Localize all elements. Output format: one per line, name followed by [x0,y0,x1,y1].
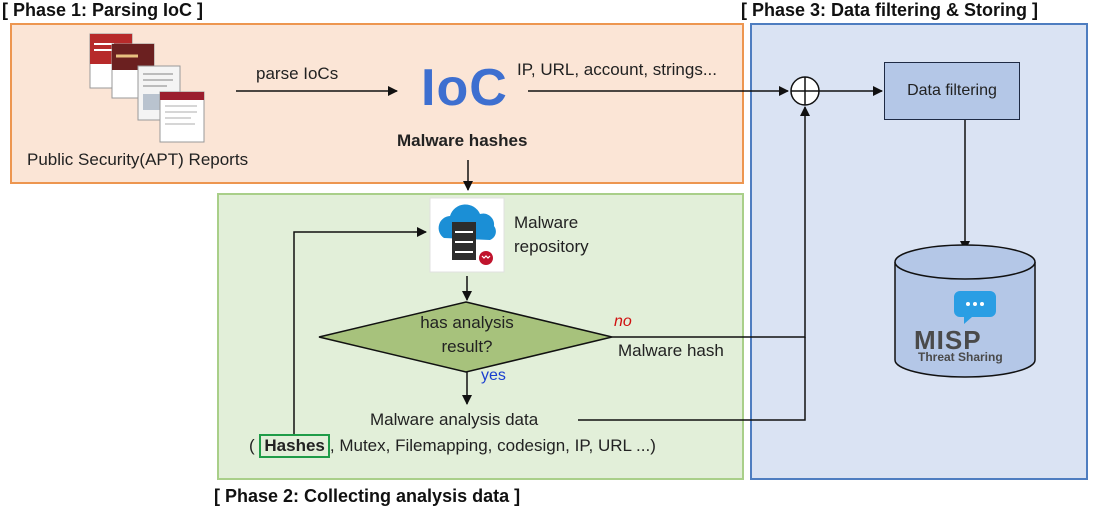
malware-hashes-label: Malware hashes [397,131,528,150]
ioc-types-label: IP, URL, account, strings... [517,60,717,79]
repository-label-line1: Malware [514,213,579,232]
repository-label-line2: repository [514,237,589,256]
loop-back-arrow [293,227,427,436]
data-filtering-box: Data filtering [884,62,1020,120]
reports-icon [89,33,205,143]
phase2-title: [ Phase 2: Collecting analysis data ] [214,486,521,506]
paren-open: ( [249,436,255,455]
misp-title: MISP [914,325,982,355]
parse-iocs-label: parse IoCs [256,64,339,83]
decision-diamond [318,301,613,373]
chat-bubble-icon [954,291,996,324]
malware-hash-label: Malware hash [618,341,724,360]
yes-label: yes [481,367,506,384]
misp-subtitle: Threat Sharing [918,350,1003,364]
reports-caption: Public Security(APT) Reports [27,150,249,169]
data-filtering-label: Data filtering [907,82,997,99]
analysis-data-line [578,337,806,421]
no-label: no [614,313,632,330]
analysis-items: , Mutex, Filemapping, codesign, IP, URL … [329,436,656,455]
decision-line1: has analysis [420,313,514,332]
hashes-highlight: Hashes [259,434,330,458]
cloud-server-icon [429,197,505,273]
no-path-arrow [612,106,810,338]
phase1-title: [ Phase 1: Parsing IoC ] [2,0,204,20]
ioc-label: IoC [421,59,508,117]
decision-line2: result? [441,337,493,356]
combiner-icon [790,76,820,106]
analysis-items-line: ( Hashes, Mutex, Filemapping, codesign, … [249,434,656,458]
analysis-data-label: Malware analysis data [370,410,539,429]
misp-database-icon [894,244,1036,378]
phase3-title: [ Phase 3: Data filtering & Storing ] [741,0,1039,20]
